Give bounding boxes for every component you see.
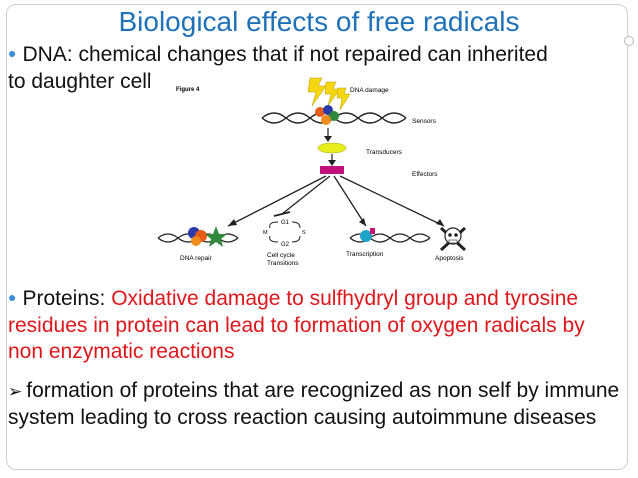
- arrow-head: [359, 218, 366, 226]
- lightning-bolt-icon: [324, 81, 341, 107]
- sensor-protein-green: [329, 111, 339, 121]
- bullet-proteins-text: Oxidative damage to sulfhydryl group and…: [8, 287, 585, 363]
- bullet-autoimmune: ➢formation of proteins that are recogniz…: [8, 378, 620, 431]
- slide-frame: [6, 4, 628, 470]
- arrow-head: [324, 136, 332, 142]
- slide-title: Biological effects of free radicals: [118, 6, 520, 37]
- label-apoptosis: Apoptosis: [435, 255, 464, 262]
- lightning-bolt-icon: [307, 77, 327, 107]
- label-sensors: Sensors: [412, 118, 437, 125]
- transcription-marker: [370, 228, 375, 234]
- repair-protein-amber: [191, 236, 201, 246]
- bullet-autoimmune-text: formation of proteins that are recognize…: [8, 379, 620, 429]
- inhibition-bar: [273, 211, 291, 217]
- label-dna-damage: DNA damage: [350, 87, 389, 94]
- bullet-dna: ●DNA: chemical changes that if not repai…: [8, 42, 568, 95]
- dna-damage-response-figure: Figure 4 DNA damage Sensors Transducers …: [150, 76, 490, 276]
- bullet-proteins: ● Proteins: Oxidative damage to sulfhydry…: [8, 286, 608, 365]
- bullet-dot-icon: ●: [8, 45, 17, 61]
- bullet-dot-icon: ●: [8, 289, 17, 305]
- transcription-factor-shape: [360, 230, 372, 242]
- arrow-head: [328, 160, 336, 166]
- bullet-proteins-label: Proteins:: [22, 287, 106, 310]
- sensor-protein-orange: [315, 107, 325, 117]
- label-g2: G2: [281, 242, 290, 248]
- sensor-protein-amber: [321, 115, 331, 125]
- bullet-dna-text: DNA: chemical changes that if not repair…: [8, 43, 548, 93]
- label-g1: G1: [281, 220, 290, 226]
- transducer-shape: [317, 142, 347, 154]
- lightning-bolt-icon: [336, 87, 351, 111]
- label-cell-cycle: Cell cycle: [267, 252, 295, 259]
- figure-caption: Figure 4: [176, 87, 200, 93]
- arrow-bullet-icon: ➢: [8, 382, 23, 401]
- arrow-head: [228, 219, 237, 226]
- label-transducers: Transducers: [366, 149, 403, 156]
- repair-star-icon: [205, 226, 227, 247]
- effector-shape: [320, 166, 344, 174]
- label-s: S: [302, 230, 306, 236]
- branch-arrows: [227, 175, 445, 227]
- label-transitions: Transitions: [267, 260, 299, 267]
- label-dna-repair: DNA repair: [180, 255, 213, 262]
- cell-cycle-diagram: [269, 221, 301, 243]
- label-m: M: [263, 230, 268, 236]
- skull-crossbones-icon: [439, 226, 467, 252]
- label-effectors: Effectors: [412, 171, 438, 178]
- arrow-head: [436, 219, 444, 226]
- label-transcription: Transcription: [346, 251, 384, 258]
- frame-corner-dot: [624, 36, 634, 46]
